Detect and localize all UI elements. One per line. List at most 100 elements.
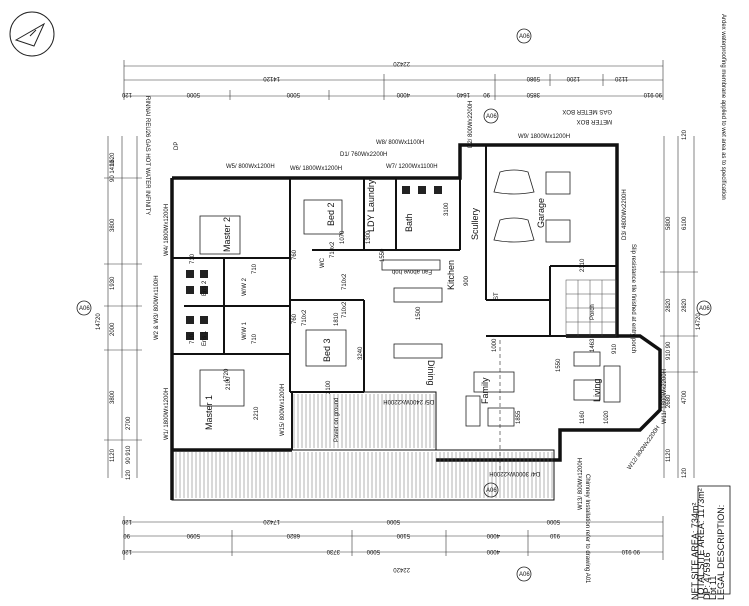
label-w1: W1/ 1800Wx1200H: [164, 388, 170, 440]
dim-interior: 1070: [340, 230, 346, 244]
dim-interior: 1000: [492, 338, 498, 352]
kitchen-bench: [381, 259, 441, 271]
dim-bottom-row2: 5090: [186, 532, 200, 538]
marker-label: A06: [699, 306, 710, 312]
dim-interior: 900: [464, 275, 470, 286]
dining-table: [393, 343, 443, 359]
note-ardex: Ardex waterproofing membrane applied to …: [720, 14, 726, 200]
dim-interior: 2210: [254, 406, 260, 420]
dim-interior: 1550: [380, 248, 386, 262]
master1-bed: [199, 369, 245, 407]
label-d4: D4/ 3000Wx2200H: [489, 470, 540, 476]
dim-interior: 1300: [366, 230, 372, 244]
section-marker-icon: [76, 28, 712, 582]
label-w5: W5/ 800Wx1200H: [226, 164, 275, 170]
room-ww2: W/W 2: [242, 277, 248, 296]
room-master1: Master 1: [204, 395, 214, 430]
label-d5: D5/ 2400Wx2200H: [383, 398, 434, 404]
section-marker-labels: A06 A06 A06 A06 A06 A06: [79, 34, 710, 578]
note-fan-hob: Fan above hob: [391, 268, 432, 274]
dim-left-row1: 1120: [110, 448, 116, 462]
dim-right-row2: 2820: [682, 298, 688, 312]
dim-left-row1: 1930: [110, 276, 116, 290]
room-master2: Master 2: [222, 217, 232, 252]
dim-interior: 710: [252, 263, 258, 274]
marker-label: A06: [486, 114, 497, 120]
label-w7: W7/ 1200Wx1100H: [386, 164, 438, 170]
dim-right-row1: 910 90: [666, 341, 672, 360]
note-slip-tile: Slip resistance tile finished at entry p…: [630, 244, 636, 353]
dim-interior: 2310: [580, 258, 586, 272]
dim-top-row1: 5980: [526, 75, 540, 81]
dim-left-row1: 3800: [110, 390, 116, 404]
master2-bed: [199, 215, 241, 255]
room-bath: Bath: [404, 213, 414, 232]
top-dimensions: [123, 60, 664, 100]
bed3-bed: [305, 329, 347, 367]
car-1: [493, 169, 535, 195]
dim-bottom-row3: 4000: [486, 548, 500, 554]
dim-right-row2: 4700: [682, 390, 688, 404]
dim-interior: 910: [612, 343, 618, 354]
legal-lot: Lot 11: [708, 576, 718, 600]
dim-top-overall: 22420: [393, 60, 410, 66]
dim-right-row1: 1120: [666, 448, 672, 462]
furniture: [199, 169, 621, 427]
label-w13: W13/ 800Wx1200H: [578, 458, 584, 510]
dim-right-row2: 6100: [682, 216, 688, 230]
label-w15: W15/ 800Wx1200H: [280, 384, 286, 436]
dim-top-row2: 5000: [186, 91, 200, 97]
notes: GAS METER BOX METER BOX RINNAI REU26 GAS…: [144, 96, 636, 584]
label-w6: W6/ 1800Wx1200H: [290, 166, 342, 172]
north-arrow-icon: [9, 11, 55, 57]
dim-interior: 2100: [326, 380, 332, 394]
room-bed2: Bed 2: [326, 202, 336, 226]
right-dimensions: [660, 136, 698, 478]
label-w8: W8/ 800Wx1100H: [376, 140, 424, 146]
room-garage: Garage: [536, 198, 546, 228]
dim-interior: 710x2: [302, 309, 308, 326]
ensuite-tiles: [186, 186, 442, 340]
note-meter-box: METER BOX: [577, 118, 612, 124]
dim-interior: 1463: [590, 338, 596, 352]
interior-walls: [172, 145, 617, 450]
room-living: Living: [592, 378, 602, 402]
bottom-dimensions: [123, 516, 664, 560]
room-dining: Dining: [426, 360, 436, 386]
ardex-note: Ardex waterproofing membrane applied to …: [720, 14, 726, 200]
dim-interior: 3100: [444, 202, 450, 216]
dim-interior: 710x2: [342, 301, 348, 318]
note-chimney: Chimney Installation refer to drawing A0…: [584, 474, 590, 584]
opening-labels: W5/ 800Wx1200H W6/ 1800Wx1200H D1/ 760Wx…: [154, 101, 668, 510]
dim-interior: 710: [190, 253, 196, 264]
dim-left-row1: 90 1410: [110, 160, 116, 182]
label-d2: D2/ 800Wx2200H: [468, 101, 474, 148]
marker-label: A06: [519, 34, 530, 40]
dim-interior: 1500: [416, 306, 422, 320]
family-chair: [465, 395, 481, 427]
dim-left-row2: 120: [126, 469, 132, 480]
dim-interior: 710x2: [330, 241, 336, 258]
dim-interior: 710: [252, 333, 258, 344]
legal-description: LEGAL DESCRIPTION: Lot 11 DP: 475916 TOT…: [690, 485, 731, 600]
dim-right-row1: 2680: [666, 394, 672, 408]
label-d1: D1/ 760Wx2200H: [340, 152, 387, 158]
dim-top-row1: 1120: [614, 75, 628, 81]
dim-top-row1: 14120: [263, 75, 280, 81]
dim-interior: 710x2: [342, 273, 348, 290]
dim-left-row2: 90 910: [126, 445, 132, 464]
dim-bottom-row1: 5000: [386, 518, 400, 524]
dim-left-row2: 2700: [126, 416, 132, 430]
dim-top-edge: 90 910: [643, 91, 662, 97]
label-w9: W9/ 1800Wx1200H: [518, 134, 570, 140]
family-sofa: [473, 371, 515, 393]
dim-bottom-row3: 90 910: [621, 548, 640, 554]
label-d3: D3/ 4800Wx2200H: [622, 189, 628, 240]
dim-bottom-row1: 120: [121, 518, 132, 524]
dim-interior: 1020: [604, 410, 610, 424]
marker-label: A06: [79, 306, 90, 312]
dim-interior: 1720: [224, 368, 230, 382]
dim-left-row1: 1620: [110, 152, 116, 166]
room-family: Family: [480, 377, 490, 404]
